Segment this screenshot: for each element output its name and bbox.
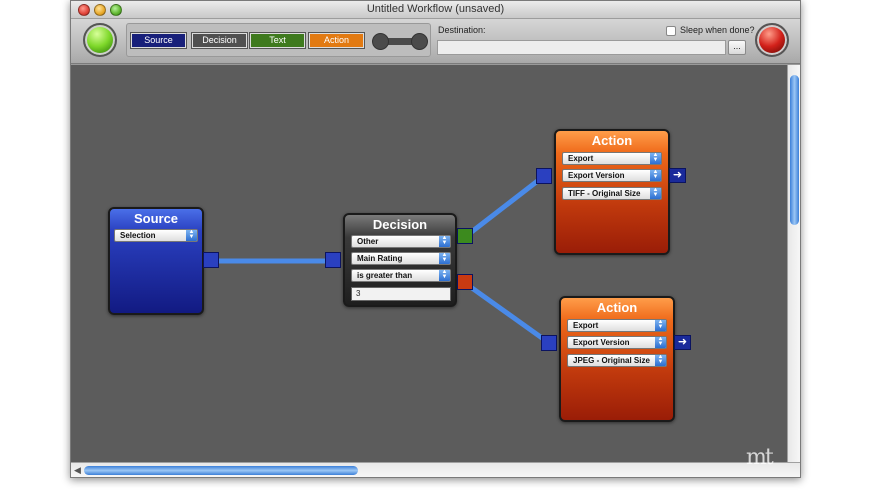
palette-source-button[interactable]: Source — [131, 33, 186, 48]
horizontal-scrollbar[interactable]: ◀ — [71, 462, 800, 477]
wire-decision-false-to-action-bottom — [462, 280, 552, 346]
decision-operator-popup[interactable]: is greater than ▲▼ — [351, 269, 451, 282]
close-button[interactable] — [78, 4, 90, 16]
source-output-port[interactable] — [203, 252, 219, 268]
action-top-format-popup[interactable]: TIFF - Original Size ▲▼ — [562, 187, 662, 200]
decision-category-value: Other — [357, 237, 379, 246]
destination-label: Destination: — [438, 25, 486, 35]
palette-decision-button[interactable]: Decision — [192, 33, 247, 48]
action-bottom-op-popup[interactable]: Export ▲▼ — [567, 319, 667, 332]
node-palette: Source Decision Text Action — [126, 23, 431, 57]
browse-button[interactable]: ... — [728, 40, 746, 55]
stepper-icon: ▲▼ — [186, 230, 197, 241]
decision-field-popup[interactable]: Main Rating ▲▼ — [351, 252, 451, 265]
stepper-icon: ▲▼ — [655, 320, 666, 331]
decision-value-field[interactable]: 3 — [351, 287, 451, 301]
stepper-icon: ▲▼ — [650, 188, 661, 199]
action-node-bottom[interactable]: Action Export ▲▼ Export Version ▲▼ JPEG … — [559, 296, 675, 422]
source-node-title: Source — [133, 211, 179, 226]
stepper-icon: ▲▼ — [655, 355, 666, 366]
vertical-scrollbar[interactable] — [787, 65, 800, 462]
run-button[interactable] — [83, 23, 117, 57]
sleep-label: Sleep when done? — [680, 25, 755, 35]
decision-field-value: Main Rating — [357, 254, 403, 263]
action-top-mode-value: Export Version — [568, 171, 625, 180]
palette-text-button[interactable]: Text — [250, 33, 305, 48]
action-bottom-format-popup[interactable]: JPEG - Original Size ▲▼ — [567, 354, 667, 367]
vertical-scroll-thumb[interactable] — [790, 75, 799, 225]
window-title: Untitled Workflow (unsaved) — [366, 3, 505, 15]
title-bar: Untitled Workflow (unsaved) — [71, 1, 800, 19]
sleep-checkbox[interactable] — [666, 26, 676, 36]
wire-decision-true-to-action-top — [462, 173, 547, 240]
stepper-icon: ▲▼ — [650, 153, 661, 164]
action-bottom-title: Action — [596, 300, 638, 315]
decision-node-title: Decision — [372, 217, 428, 232]
action-top-op-popup[interactable]: Export ▲▼ — [562, 152, 662, 165]
stepper-icon: ▲▼ — [439, 270, 450, 281]
stop-button[interactable] — [755, 23, 789, 57]
decision-true-port[interactable] — [457, 228, 473, 244]
stepper-icon: ▲▼ — [439, 236, 450, 247]
action-top-output-arrow-icon[interactable]: ➜ — [669, 168, 686, 183]
stepper-icon: ▲▼ — [650, 170, 661, 181]
action-top-format-value: TIFF - Original Size — [568, 189, 641, 198]
decision-input-port[interactable] — [325, 252, 341, 268]
source-node[interactable]: Source Selection ▲▼ — [108, 207, 204, 315]
stepper-icon: ▲▼ — [655, 337, 666, 348]
destination-field[interactable] — [437, 40, 726, 55]
action-top-title: Action — [591, 133, 633, 148]
stepper-icon: ▲▼ — [439, 253, 450, 264]
connector-tool-icon[interactable] — [372, 33, 428, 50]
source-selection-value: Selection — [120, 231, 156, 240]
action-bottom-output-arrow-icon[interactable]: ➜ — [674, 335, 691, 350]
decision-false-port[interactable] — [457, 274, 473, 290]
source-selection-popup[interactable]: Selection ▲▼ — [114, 229, 198, 242]
decision-operator-value: is greater than — [357, 271, 413, 280]
horizontal-scroll-thumb[interactable] — [84, 466, 358, 475]
decision-category-popup[interactable]: Other ▲▼ — [351, 235, 451, 248]
action-bottom-op-value: Export — [573, 321, 599, 330]
toolbar: Source Decision Text Action Destination:… — [71, 19, 800, 64]
action-top-mode-popup[interactable]: Export Version ▲▼ — [562, 169, 662, 182]
minimize-button[interactable] — [94, 4, 106, 16]
action-bottom-input-port[interactable] — [541, 335, 557, 351]
action-node-top[interactable]: Action Export ▲▼ Export Version ▲▼ TIFF … — [554, 129, 670, 255]
app-window: Untitled Workflow (unsaved) Source Decis… — [70, 0, 801, 478]
action-top-input-port[interactable] — [536, 168, 552, 184]
action-top-op-value: Export — [568, 154, 594, 163]
workflow-canvas[interactable]: Source Selection ▲▼ Decision Other ▲▼ Ma… — [71, 65, 787, 462]
scroll-left-arrow-icon[interactable]: ◀ — [74, 465, 81, 475]
decision-node[interactable]: Decision Other ▲▼ Main Rating ▲▼ is grea… — [343, 213, 457, 307]
action-bottom-mode-value: Export Version — [573, 338, 630, 347]
watermark-logo: mt — [746, 445, 774, 470]
palette-action-button[interactable]: Action — [309, 33, 364, 48]
action-bottom-format-value: JPEG - Original Size — [573, 356, 650, 365]
action-bottom-mode-popup[interactable]: Export Version ▲▼ — [567, 336, 667, 349]
zoom-button[interactable] — [110, 4, 122, 16]
